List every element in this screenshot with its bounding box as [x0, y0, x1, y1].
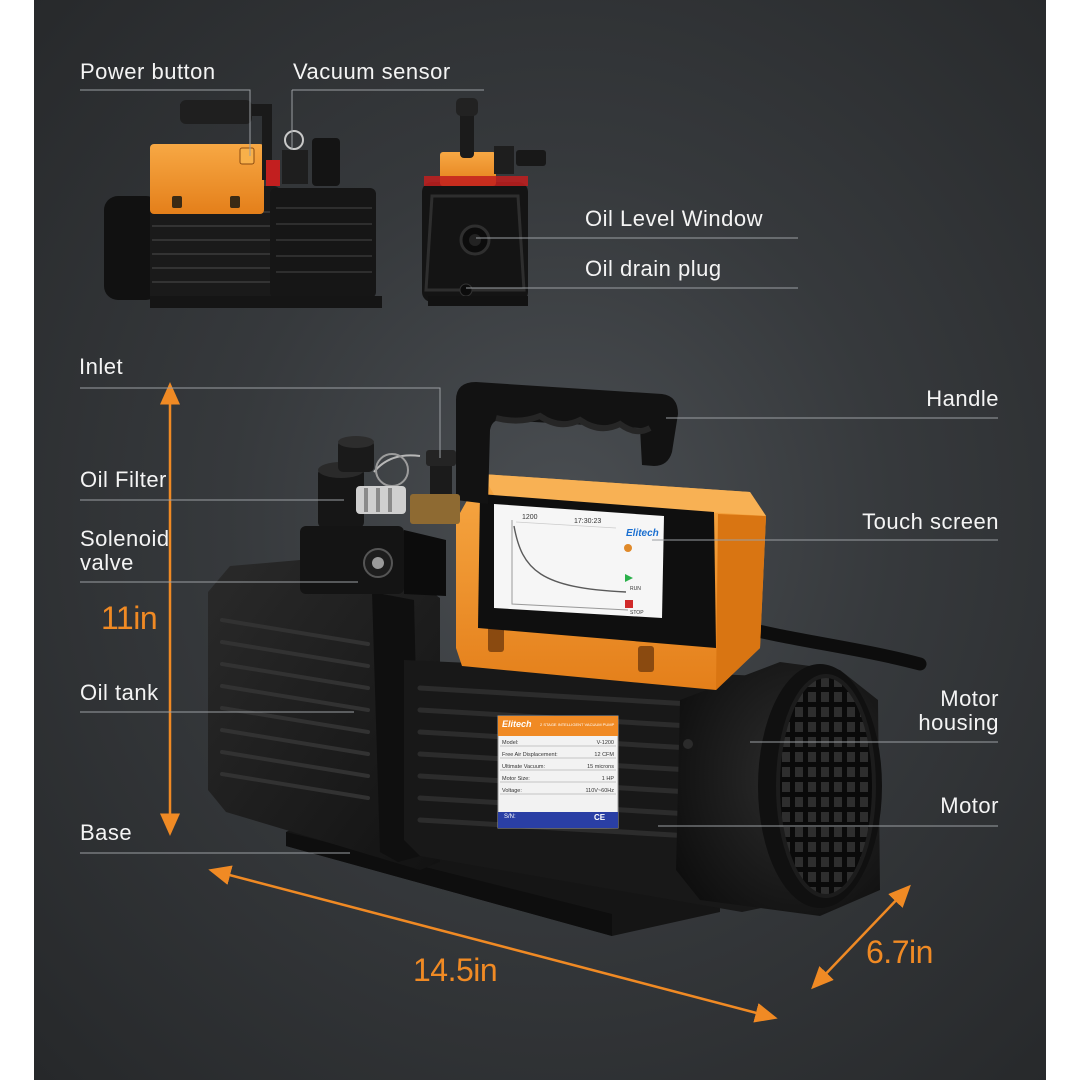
nameplate-unit: HP [606, 776, 614, 782]
label-oil-drain-plug: Oil drain plug [585, 256, 722, 281]
screen-model-badge: 1200 [522, 514, 538, 521]
screen-run-label: RUN [630, 586, 641, 592]
leader-lines [80, 89, 998, 854]
front-view-illustration [422, 98, 546, 306]
nameplate-value: V-1200 [596, 740, 614, 746]
nameplate-value: 12 [594, 752, 601, 758]
screen-time: 17:30:23 [574, 518, 602, 525]
label-motor-housing-line2: housing [918, 710, 999, 735]
dimension-depth: 6.7in [866, 934, 933, 970]
nameplate-key: Ultimate Vacuum: [502, 764, 545, 770]
dimension-height: 11in [101, 600, 158, 636]
depth-arrow [811, 884, 911, 990]
label-oil-tank: Oil tank [80, 680, 159, 705]
nameplate-rows: Model: V-1200 Free Air Displacement: 12 CF… [502, 737, 614, 797]
label-handle: Handle [926, 386, 999, 411]
label-motor: Motor [940, 793, 999, 818]
dimension-length: 14.5in [413, 952, 498, 988]
nameplate-ce-mark: CE [594, 813, 606, 822]
side-view-illustration [104, 100, 382, 308]
nameplate-title: 2 STAGE INTELLIGENT VACUUM PUMP [540, 722, 615, 727]
label-oil-level-window: Oil Level Window [585, 206, 763, 231]
nameplate-key: Free Air Displacement: [502, 752, 558, 758]
nameplate-value: 110V~60Hz [585, 788, 615, 794]
nameplate-key: Model: [502, 740, 519, 746]
nameplate-brand: Elitech [502, 719, 532, 729]
screen-brand: Elitech [626, 528, 659, 539]
label-power-button: Power button [80, 59, 216, 84]
label-oil-filter: Oil Filter [80, 467, 167, 492]
nameplate-unit: microns [594, 764, 614, 770]
nameplate-graphic [497, 715, 619, 829]
label-motor-housing: Motor housing [918, 687, 999, 735]
label-base: Base [80, 820, 133, 845]
nameplate-key: Voltage: [502, 788, 522, 794]
nameplate-unit: CFM [602, 752, 614, 758]
label-solenoid-line1: Solenoid [80, 526, 170, 551]
label-motor-housing-line1: Motor [940, 686, 999, 711]
screen-stop-label: STOP [630, 610, 644, 616]
length-arrow [208, 865, 778, 1023]
nameplate-value: 1 [601, 776, 605, 782]
label-solenoid-line2: valve [80, 550, 134, 575]
nameplate-value: 15 [587, 764, 594, 770]
label-solenoid-valve: Solenoid valve [80, 527, 170, 575]
nameplate-key: Motor Size: [502, 776, 530, 782]
nameplate-serial: S/N: [504, 814, 516, 820]
label-inlet: Inlet [79, 354, 124, 379]
label-vacuum-sensor: Vacuum sensor [293, 59, 451, 84]
label-touch-screen: Touch screen [862, 509, 999, 534]
